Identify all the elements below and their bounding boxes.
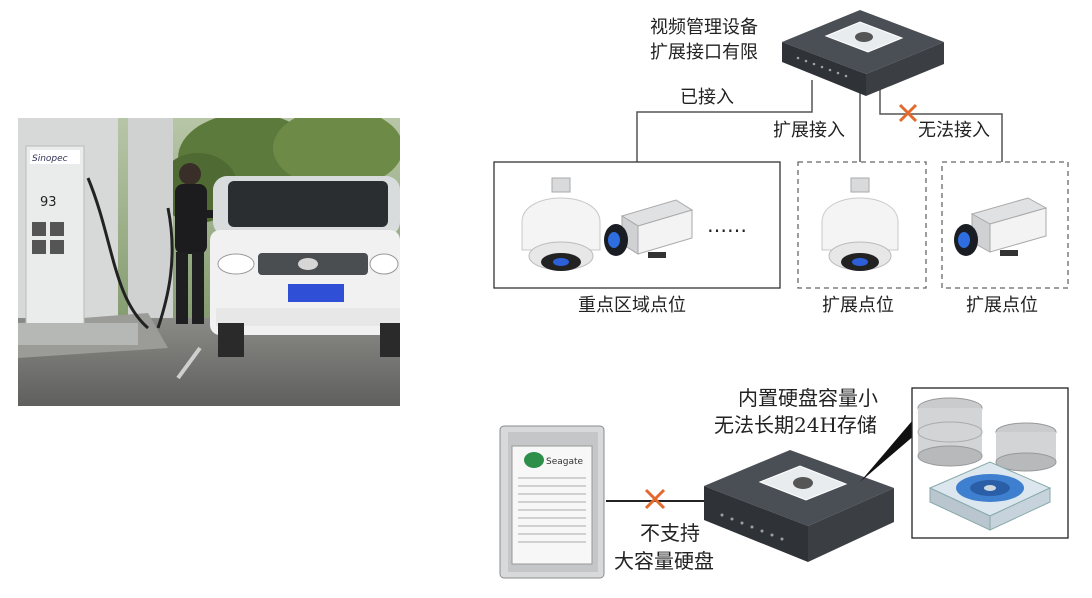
ellipsis-text: …… <box>707 213 747 237</box>
gas-station-photo: Sinopec 93 <box>18 118 400 406</box>
hard-drive-icon: Seagate <box>499 425 605 579</box>
box-camera-icon-2 <box>954 197 1048 256</box>
connected-line <box>636 80 813 162</box>
expand-caption-2: 扩展点位 <box>966 295 1038 316</box>
expand-label: 扩展接入 <box>773 120 845 141</box>
blocked-cross-icon-top <box>898 103 918 123</box>
hdd-brand-text: Seagate <box>546 457 584 467</box>
box-camera-icon-1 <box>604 199 694 258</box>
connected-label: 已接入 <box>680 87 734 108</box>
dome-camera-icon-2 <box>821 177 899 271</box>
pump-brand-text: Sinopec <box>32 154 68 164</box>
blocked-line <box>879 88 1003 162</box>
key-group-caption: 重点区域点位 <box>578 295 686 316</box>
expand-box-2 <box>941 161 1069 289</box>
nvr-note-line2: 扩展接口有限 <box>650 42 758 63</box>
hdd-note-line1: 不支持 <box>640 521 700 545</box>
blocked-cross-icon-bottom <box>644 488 666 510</box>
database-icon <box>917 397 1057 472</box>
nvr-note-line1: 视频管理设备 <box>650 17 758 38</box>
storage-note-line1: 内置硬盘容量小 <box>738 386 878 410</box>
hdd-note-line2: 大容量硬盘 <box>614 549 714 573</box>
expand-box-1 <box>797 161 927 289</box>
disk-platter-icon <box>928 461 1052 531</box>
dome-camera-icon-1 <box>521 177 601 271</box>
key-area-box <box>493 161 781 289</box>
pump-number: 93 <box>40 195 57 210</box>
blocked-label: 无法接入 <box>918 120 990 141</box>
gas-station-illustration: Sinopec 93 <box>18 118 400 406</box>
nvr-device-top <box>782 10 944 96</box>
storage-note-line2: 无法长期24H存储 <box>714 413 877 437</box>
nvr-device-bottom <box>704 450 894 562</box>
expand-caption-1: 扩展点位 <box>822 295 894 316</box>
